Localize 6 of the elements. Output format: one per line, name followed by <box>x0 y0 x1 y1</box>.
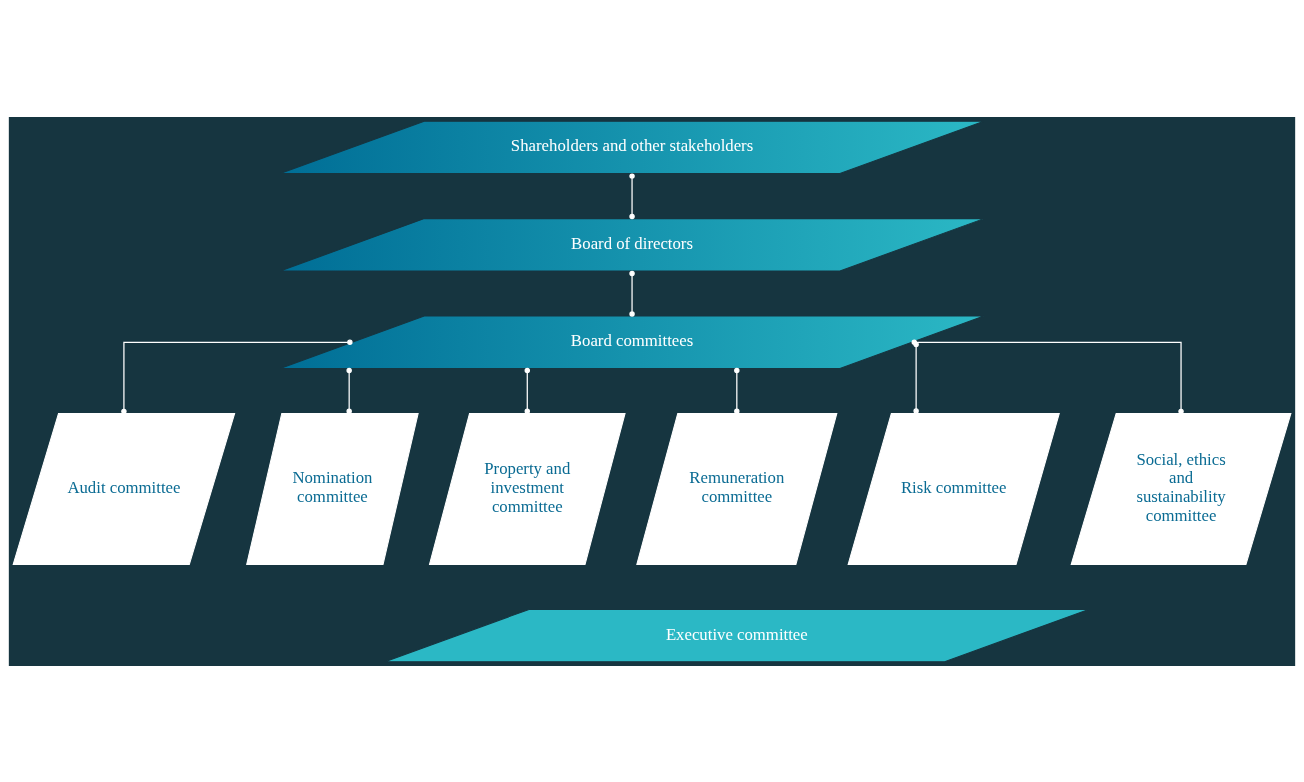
connector <box>121 339 353 414</box>
connector <box>629 270 635 317</box>
connector <box>629 172 635 219</box>
connector <box>524 367 530 414</box>
connector <box>734 367 740 414</box>
connector <box>346 367 352 414</box>
